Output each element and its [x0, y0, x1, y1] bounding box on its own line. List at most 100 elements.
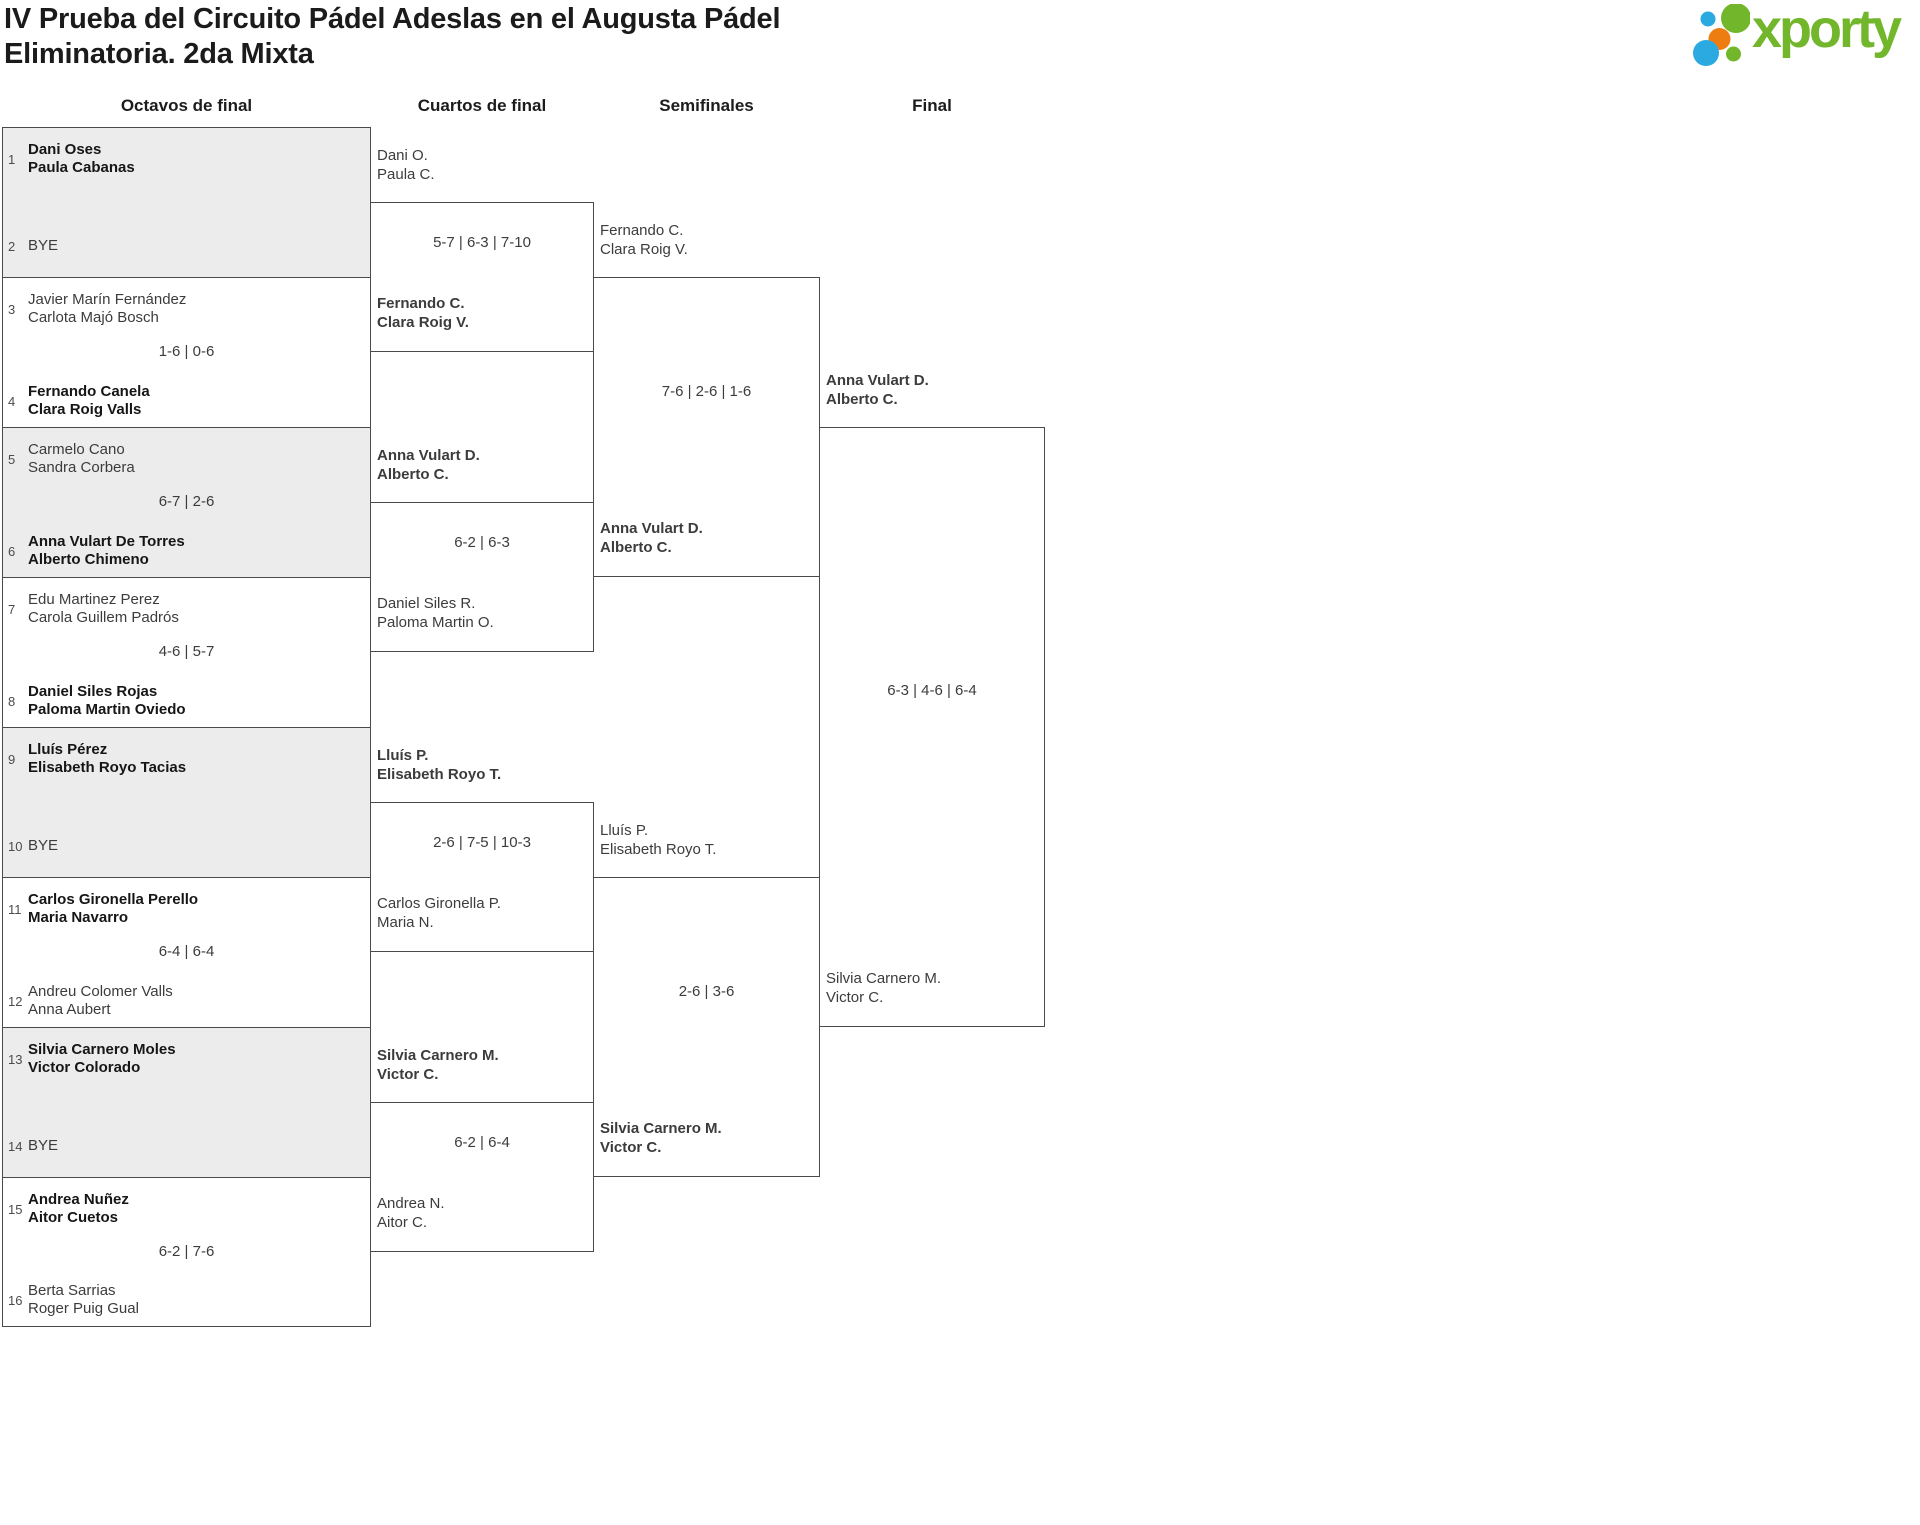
match-cuartos-1[interactable]: Dani O. Paula C. 5-7 | 6-3 | 7-10 Fernan… [370, 147, 594, 352]
match-octavos-1[interactable]: 1 Dani Oses Paula Cabanas 2 BYE [2, 127, 371, 277]
team-names: Andreu Colomer Valls Anna Aubert [28, 983, 173, 1018]
team-names: Daniel Siles Rojas Paloma Martin Oviedo [28, 683, 186, 718]
seed-number: 8 [8, 693, 16, 709]
team-row: 11 Carlos Gironella Perello Maria Navarr… [8, 891, 364, 927]
team-top: Fernando C. Clara Roig V. [600, 222, 688, 258]
team-row: 9 Lluís Pérez Elisabeth Royo Tacias [8, 741, 364, 777]
seed-number: 7 [8, 601, 16, 617]
match-score: 6-7 | 2-6 [158, 493, 215, 510]
round-header-cuartos: Cuartos de final [417, 96, 547, 115]
match-semifinal-1[interactable]: Fernando C. Clara Roig V. 7-6 | 2-6 | 1-… [593, 222, 820, 577]
team-names: Carlos Gironella Perello Maria Navarro [28, 891, 199, 926]
team-row: 5 Carmelo Cano Sandra Corbera [8, 441, 364, 477]
seed-number: 5 [8, 451, 16, 467]
team-names: Anna Vulart De Torres Alberto Chimeno [28, 533, 185, 568]
match-score: 6-2 | 6-4 [454, 1134, 510, 1151]
match-score: 5-7 | 6-3 | 7-10 [433, 234, 531, 251]
team-bottom: Andrea N. Aitor C. [377, 1195, 445, 1231]
match-score: 2-6 | 7-5 | 10-3 [433, 834, 531, 851]
team-names: Fernando Canela Clara Roig Valls [28, 383, 150, 418]
team-top: Lluís P. Elisabeth Royo T. [600, 822, 717, 858]
bye-row: 2 BYE [8, 237, 364, 255]
team-names: Javier Marín Fernández Carlota Majó Bosc… [28, 291, 187, 326]
team-row: 6 Anna Vulart De Torres Alberto Chimeno [8, 533, 364, 569]
seed-number: 3 [8, 301, 16, 317]
team-top: Anna Vulart D. Alberto C. [377, 447, 480, 483]
match-octavos-6[interactable]: 11 Carlos Gironella Perello Maria Navarr… [2, 877, 371, 1027]
team-names: Carmelo Cano Sandra Corbera [28, 441, 135, 476]
team-bottom: Carlos Gironella P. Maria N. [377, 895, 501, 931]
seed-number: 10 [8, 838, 23, 854]
match-score: 2-6 | 3-6 [678, 983, 735, 1000]
team-row: 15 Andrea Nuñez Aitor Cuetos [8, 1191, 364, 1227]
match-octavos-3[interactable]: 5 Carmelo Cano Sandra Corbera 6-7 | 2-6 … [2, 427, 371, 577]
team-top: Lluís P. Elisabeth Royo T. [377, 747, 502, 783]
draw-name: Eliminatoria. 2da Mixta [4, 38, 314, 70]
team-row: 4 Fernando Canela Clara Roig Valls [8, 383, 364, 419]
team-top: Dani O. Paula C. [377, 147, 435, 183]
team-names: Edu Martinez Perez Carola Guillem Padrós [28, 591, 179, 626]
team-row: 12 Andreu Colomer Valls Anna Aubert [8, 983, 364, 1019]
team-top: Anna Vulart D. Alberto C. [826, 372, 929, 408]
bye-label: BYE [28, 837, 59, 854]
round-header-semifinales: Semifinales [659, 96, 754, 115]
team-bottom: Anna Vulart D. Alberto C. [600, 520, 703, 556]
team-names: Lluís Pérez Elisabeth Royo Tacias [28, 741, 187, 776]
seed-number: 15 [8, 1201, 23, 1217]
match-semifinal-2[interactable]: Lluís P. Elisabeth Royo T. 2-6 | 3-6 Sil… [593, 822, 820, 1177]
team-bottom: Daniel Siles R. Paloma Martin O. [377, 595, 494, 631]
seed-number: 9 [8, 751, 16, 767]
seed-number: 1 [8, 151, 16, 167]
match-score: 7-6 | 2-6 | 1-6 [661, 383, 752, 400]
match-score: 1-6 | 0-6 [158, 343, 215, 360]
match-octavos-2[interactable]: 3 Javier Marín Fernández Carlota Majó Bo… [2, 277, 371, 427]
team-bottom: Silvia Carnero M. Victor C. [600, 1120, 722, 1156]
seed-number: 4 [8, 393, 16, 409]
seed-number: 12 [8, 993, 23, 1009]
xporty-logo-text: xporty [1752, 0, 1902, 59]
match-score: 4-6 | 5-7 [158, 643, 215, 660]
match-cuartos-2[interactable]: Anna Vulart D. Alberto C. 6-2 | 6-3 Dani… [370, 447, 594, 652]
match-score: 6-2 | 7-6 [158, 1243, 215, 1260]
xporty-logo-dots [1693, 3, 1751, 66]
tournament-name: IV Prueba del Circuito Pádel Adeslas en … [4, 3, 781, 35]
team-row: 13 Silvia Carnero Moles Victor Colorado [8, 1041, 364, 1077]
match-score: 6-4 | 6-4 [158, 943, 215, 960]
team-names: Berta Sarrias Roger Puig Gual [28, 1282, 139, 1317]
team-row: 7 Edu Martinez Perez Carola Guillem Padr… [8, 591, 364, 627]
seed-number: 6 [8, 543, 16, 559]
team-names: Silvia Carnero Moles Victor Colorado [28, 1041, 176, 1076]
match-score: 6-2 | 6-3 [454, 534, 510, 551]
match-cuartos-4[interactable]: Silvia Carnero M. Victor C. 6-2 | 6-4 An… [370, 1047, 594, 1252]
match-octavos-5[interactable]: 9 Lluís Pérez Elisabeth Royo Tacias 10 B… [2, 727, 371, 877]
bye-row: 10 BYE [8, 837, 364, 855]
team-bottom: Silvia Carnero M. Victor C. [826, 970, 942, 1006]
seed-number: 14 [8, 1138, 23, 1154]
match-score: 6-3 | 4-6 | 6-4 [887, 682, 977, 699]
round-header-final: Final [912, 96, 952, 115]
team-bottom: Fernando C. Clara Roig V. [377, 295, 469, 331]
xporty-logo[interactable]: xporty [1688, 0, 1920, 74]
match-final[interactable]: Anna Vulart D. Alberto C. 6-3 | 4-6 | 6-… [819, 372, 1045, 1027]
team-row: 16 Berta Sarrias Roger Puig Gual [8, 1282, 364, 1318]
bye-label: BYE [28, 237, 59, 254]
page-title: IV Prueba del Circuito Pádel Adeslas en … [4, 2, 781, 72]
team-top: Silvia Carnero M. Victor C. [377, 1047, 499, 1083]
seed-number: 16 [8, 1292, 23, 1308]
bye-label: BYE [28, 1137, 59, 1154]
round-header-octavos: Octavos de final [120, 96, 253, 115]
match-octavos-7[interactable]: 13 Silvia Carnero Moles Victor Colorado … [2, 1027, 371, 1177]
team-row: 1 Dani Oses Paula Cabanas [8, 141, 364, 177]
seed-number: 11 [8, 901, 22, 917]
match-cuartos-3[interactable]: Lluís P. Elisabeth Royo T. 2-6 | 7-5 | 1… [370, 747, 594, 952]
seed-number: 13 [8, 1051, 23, 1067]
team-names: Andrea Nuñez Aitor Cuetos [28, 1191, 129, 1226]
match-octavos-4[interactable]: 7 Edu Martinez Perez Carola Guillem Padr… [2, 577, 371, 727]
team-names: Dani Oses Paula Cabanas [28, 141, 135, 176]
bye-row: 14 BYE [8, 1137, 364, 1155]
match-octavos-8[interactable]: 15 Andrea Nuñez Aitor Cuetos 6-2 | 7-6 1… [2, 1177, 371, 1327]
seed-number: 2 [8, 238, 16, 254]
team-row: 8 Daniel Siles Rojas Paloma Martin Ovied… [8, 683, 364, 719]
